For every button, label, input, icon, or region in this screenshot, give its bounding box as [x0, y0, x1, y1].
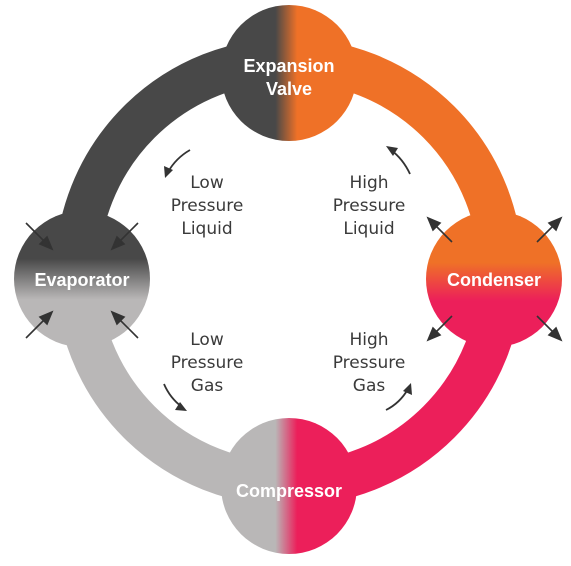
node-expansion-valve: Expansion Valve — [221, 5, 357, 141]
node-compressor: Compressor — [221, 418, 357, 554]
curved-arrow-icon — [163, 383, 187, 411]
flow-label-line: Pressure — [171, 196, 244, 216]
arrow-icon — [110, 222, 139, 251]
flow-label-line: High — [349, 173, 388, 193]
node-condenser: Condenser — [426, 211, 562, 347]
flow-label-line: Liquid — [181, 219, 232, 239]
arrow-icon — [536, 315, 563, 342]
evaporator-label: Evaporator — [34, 270, 129, 290]
arrow-icon — [25, 222, 54, 251]
flow-label-high-pressure-liquid: High Pressure Liquid — [333, 173, 406, 239]
flow-label-line: Pressure — [333, 353, 406, 373]
curved-arrow-icon — [164, 149, 191, 178]
flow-label-low-pressure-liquid: Low Pressure Liquid — [171, 173, 244, 239]
curved-arrow-icon — [385, 383, 412, 411]
expansion-valve-label-line2: Valve — [266, 79, 312, 99]
arrow-icon — [110, 310, 139, 339]
flow-label-low-pressure-gas: Low Pressure Gas — [171, 330, 244, 396]
flow-label-line: Low — [190, 330, 224, 350]
arrow-icon — [536, 216, 563, 243]
flow-arrows — [163, 146, 412, 411]
condenser-heat-arrows — [426, 216, 563, 342]
flow-label-line: High — [349, 330, 388, 350]
flow-label-line: Gas — [353, 376, 386, 396]
compressor-label: Compressor — [236, 481, 342, 501]
evaporator-heat-arrows — [25, 222, 139, 339]
flow-label-line: Liquid — [343, 219, 394, 239]
arrow-icon — [426, 315, 453, 342]
arrow-icon — [426, 216, 453, 243]
flow-label-line: Pressure — [171, 353, 244, 373]
flow-label-high-pressure-gas: High Pressure Gas — [333, 330, 406, 396]
flow-label-line: Gas — [191, 376, 224, 396]
condenser-label: Condenser — [447, 270, 541, 290]
flow-label-line: Pressure — [333, 196, 406, 216]
expansion-valve-label-line1: Expansion — [243, 56, 334, 76]
curved-arrow-icon — [386, 146, 411, 175]
flow-label-line: Low — [190, 173, 224, 193]
arrow-icon — [25, 310, 54, 339]
